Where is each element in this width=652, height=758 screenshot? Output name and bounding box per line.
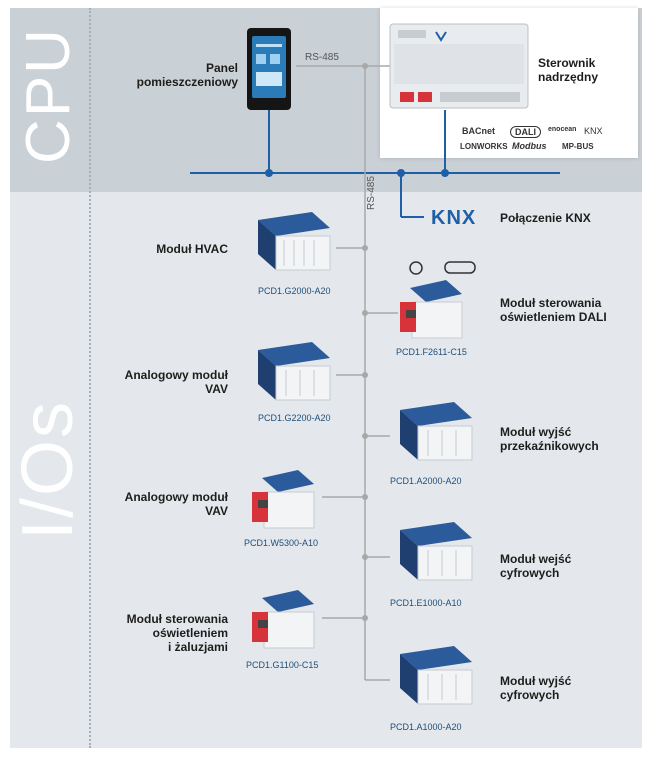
dali-logo-small bbox=[444, 261, 476, 274]
node-dot bbox=[265, 169, 273, 177]
module-code: PCD1.A2000-A20 bbox=[390, 476, 462, 486]
knx-logo: KNX bbox=[431, 207, 477, 229]
module-device-lighting-blinds bbox=[252, 590, 315, 649]
enocean-logo-small bbox=[409, 261, 423, 275]
module-code: PCD1.G2000-A20 bbox=[258, 286, 331, 296]
node-dot bbox=[397, 169, 405, 177]
module-code: PCD1.E1000-A10 bbox=[390, 598, 462, 608]
mpbus-logo: MP-BUS bbox=[562, 142, 594, 151]
module-code: PCD1.G2200-A20 bbox=[258, 413, 331, 423]
controller-device bbox=[389, 23, 529, 109]
section-divider bbox=[89, 8, 91, 748]
node-dot bbox=[441, 169, 449, 177]
module-code: PCD1.A1000-A20 bbox=[390, 722, 462, 732]
rs485-label-vertical: RS-485 bbox=[366, 176, 377, 210]
rs485-label-top: RS-485 bbox=[305, 52, 339, 63]
module-device-digital-out bbox=[400, 646, 473, 705]
enocean-logo: enocean bbox=[548, 126, 577, 133]
knx-connection-label: Połączenie KNX bbox=[500, 211, 591, 225]
module-device-vav-2 bbox=[252, 470, 315, 529]
module-code: PCD1.G1100-C15 bbox=[246, 660, 319, 670]
module-device-vav-1 bbox=[258, 342, 331, 401]
io-section bbox=[10, 192, 642, 748]
module-device-hvac bbox=[258, 212, 331, 271]
lonworks-logo: LONWORKS bbox=[460, 142, 508, 151]
module-device-relay-out bbox=[400, 402, 473, 461]
module-code: PCD1.F2611-C15 bbox=[396, 347, 467, 357]
bacnet-logo: BACnet bbox=[462, 126, 495, 136]
modbus-logo: Modbus bbox=[512, 141, 547, 151]
module-device-digital-in bbox=[400, 522, 473, 581]
node-dot bbox=[362, 63, 368, 69]
dali-logo: DALI bbox=[510, 126, 541, 138]
module-label-hvac: Moduł HVAC bbox=[156, 242, 228, 256]
module-code: PCD1.W5300-A10 bbox=[244, 538, 319, 548]
module-device-dali bbox=[400, 280, 463, 339]
room-panel-device bbox=[247, 28, 291, 110]
knx-logo-small: KNX bbox=[584, 126, 603, 136]
